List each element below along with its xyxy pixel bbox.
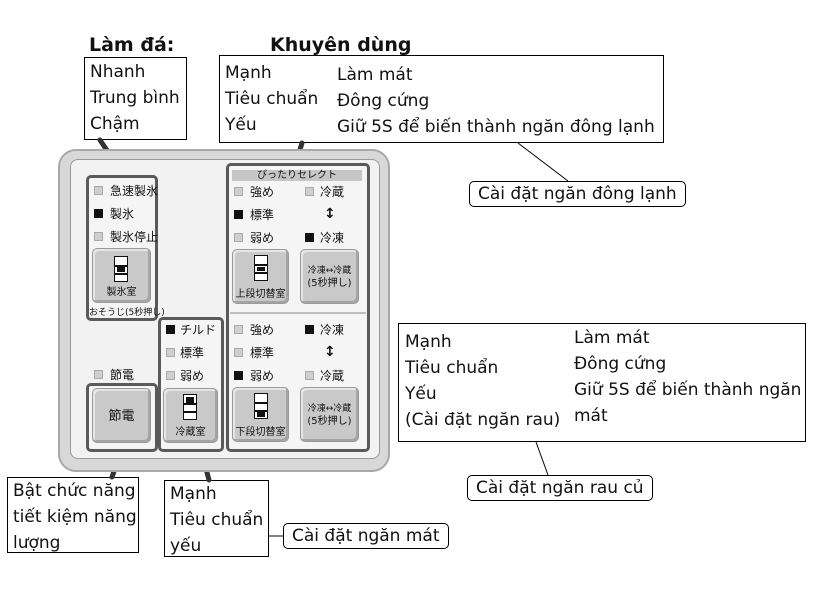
fridge-room-button[interactable]: 冷蔵室 bbox=[163, 388, 218, 443]
freezer-callout: Cài đặt ngăn đông lạnh bbox=[469, 181, 686, 207]
recommend-heading: Khuyên dùng bbox=[270, 34, 412, 56]
lower-freeze-indicator bbox=[305, 325, 314, 334]
select-title: ぴったりセレクト bbox=[232, 170, 362, 181]
energy-line-1: Bật chức năng bbox=[13, 481, 136, 501]
energy-line-3: lượng bbox=[13, 533, 61, 553]
fridge-weak-label: yếu bbox=[170, 536, 202, 556]
lower-veg-note: (Cài đặt ngăn rau) bbox=[405, 410, 561, 430]
lower-freeze-label: Đông cứng bbox=[574, 354, 667, 374]
ice-slow-label: Chậm bbox=[90, 114, 140, 134]
upper-weak-indicator bbox=[234, 233, 243, 242]
chilled-indicator bbox=[166, 325, 175, 334]
upper-freeze-indicator bbox=[305, 233, 314, 242]
ice-stop-label: 製氷停止 bbox=[110, 230, 159, 244]
lower-weak-jp: 弱め bbox=[250, 369, 275, 383]
fridge-room-button-label: 冷蔵室 bbox=[175, 427, 206, 438]
upper-switch-room-button[interactable]: 上段切替室 bbox=[232, 249, 289, 304]
lower-swap-arrow-icon: ↕ bbox=[324, 344, 336, 360]
upper-swap-arrow-icon: ↕ bbox=[324, 206, 336, 222]
vegetable-setting-box: Mạnh Tiêu chuẩn Yếu (Cài đặt ngăn rau) L… bbox=[398, 323, 806, 442]
upper-weak-label: Yếu bbox=[225, 115, 257, 135]
freezer-setting-box: Mạnh Tiêu chuẩn Yếu Làm mát Đông cứng Gi… bbox=[219, 55, 664, 143]
lower-mode-switch-button[interactable]: 冷凍↔冷蔵 (5秒押し) bbox=[300, 387, 359, 442]
ice-speed-box: Nhanh Trung bình Chậm bbox=[84, 57, 187, 140]
lower-weak-label: Yếu bbox=[405, 384, 437, 404]
eco-indicator bbox=[94, 370, 103, 379]
fridge-standard-label: Tiêu chuẩn bbox=[170, 510, 264, 530]
upper-freeze-label: Đông cứng bbox=[337, 91, 430, 111]
select-divider bbox=[230, 312, 366, 314]
upper-mode-switch-button[interactable]: 冷凍↔冷蔵 (5秒押し) bbox=[300, 249, 359, 304]
upper-standard-jp: 標準 bbox=[250, 208, 275, 222]
upper-strong-indicator bbox=[234, 187, 243, 196]
ice-room-button-label: 製氷室 bbox=[106, 287, 137, 298]
lower-standard-indicator bbox=[234, 348, 243, 357]
clean-hint: おそうじ(5秒押し) bbox=[89, 308, 165, 318]
upper-freeze-jp: 冷凍 bbox=[320, 231, 345, 245]
upper-hold-label: Giữ 5S để biến thành ngăn đông lạnh bbox=[337, 117, 655, 137]
lower-hold-label-cont: mát bbox=[574, 406, 608, 426]
ice-normal-indicator bbox=[94, 209, 103, 218]
eco-button[interactable]: 節電 bbox=[92, 388, 151, 443]
energy-line-2: tiết kiệm năng bbox=[13, 507, 137, 527]
upper-standard-label: Tiêu chuẩn bbox=[225, 89, 319, 109]
lower-chill-indicator bbox=[305, 371, 314, 380]
ice-medium-label: Trung bình bbox=[90, 88, 180, 108]
chilled-label: チルド bbox=[180, 323, 217, 337]
ice-quick-indicator bbox=[94, 186, 103, 195]
ice-quick-label: 急速製氷 bbox=[110, 184, 159, 198]
upper-strong-jp: 強め bbox=[250, 185, 275, 199]
lower-switch-room-button[interactable]: 下段切替室 bbox=[232, 387, 289, 442]
fridge-icon bbox=[254, 255, 268, 281]
lower-weak-indicator bbox=[234, 371, 243, 380]
lower-standard-label: Tiêu chuẩn bbox=[405, 358, 499, 378]
freezer-callout-line bbox=[517, 142, 569, 182]
ice-room-button[interactable]: 製氷室 bbox=[92, 248, 151, 303]
eco-indicator-label: 節電 bbox=[110, 368, 135, 382]
upper-chill-jp: 冷蔵 bbox=[320, 185, 345, 199]
ice-normal-label: 製氷 bbox=[110, 207, 135, 221]
upper-weak-jp: 弱め bbox=[250, 231, 275, 245]
fridge-icon bbox=[114, 256, 128, 282]
upper-chill-indicator bbox=[305, 187, 314, 196]
lower-mode-switch-line2: (5秒押し) bbox=[307, 416, 352, 427]
ice-fast-label: Nhanh bbox=[90, 62, 146, 82]
fridge-setting-box: Mạnh Tiêu chuẩn yếu bbox=[164, 480, 269, 557]
eco-button-label: 節電 bbox=[108, 409, 135, 424]
upper-strong-label: Mạnh bbox=[225, 63, 272, 83]
fridge-strong-label: Mạnh bbox=[170, 484, 217, 504]
ice-stop-indicator bbox=[94, 232, 103, 241]
lower-hold-label: Giữ 5S để biến thành ngăn bbox=[574, 380, 802, 400]
lower-standard-jp: 標準 bbox=[250, 346, 275, 360]
lower-strong-label: Mạnh bbox=[405, 332, 452, 352]
chilled-standard-indicator bbox=[166, 348, 175, 357]
fridge-icon bbox=[183, 394, 197, 420]
upper-standard-indicator bbox=[234, 210, 243, 219]
lower-cool-label: Làm mát bbox=[574, 328, 650, 348]
lower-strong-indicator bbox=[234, 325, 243, 334]
energy-saving-box: Bật chức năng tiết kiệm năng lượng bbox=[7, 477, 139, 553]
upper-mode-switch-line1: 冷凍↔冷蔵 bbox=[307, 266, 352, 276]
lower-chill-jp: 冷蔵 bbox=[320, 369, 345, 383]
lower-mode-switch-line1: 冷凍↔冷蔵 bbox=[307, 404, 352, 414]
upper-cool-label: Làm mát bbox=[337, 65, 413, 85]
veg-callout-line bbox=[535, 441, 549, 476]
lower-switch-room-label: 下段切替室 bbox=[235, 427, 286, 438]
vegetable-callout: Cài đặt ngăn rau củ bbox=[467, 475, 653, 501]
lower-freeze-jp: 冷凍 bbox=[320, 323, 345, 337]
chilled-weak-label: 弱め bbox=[180, 369, 205, 383]
fridge-callout: Cài đặt ngăn mát bbox=[283, 523, 449, 549]
upper-mode-switch-line2: (5秒押し) bbox=[307, 278, 352, 289]
chilled-weak-indicator bbox=[166, 371, 175, 380]
chilled-standard-label: 標準 bbox=[180, 346, 205, 360]
upper-switch-room-label: 上段切替室 bbox=[235, 289, 286, 300]
ice-heading: Làm đá: bbox=[89, 34, 175, 56]
fridge-icon bbox=[254, 393, 268, 419]
lower-strong-jp: 強め bbox=[250, 323, 275, 337]
